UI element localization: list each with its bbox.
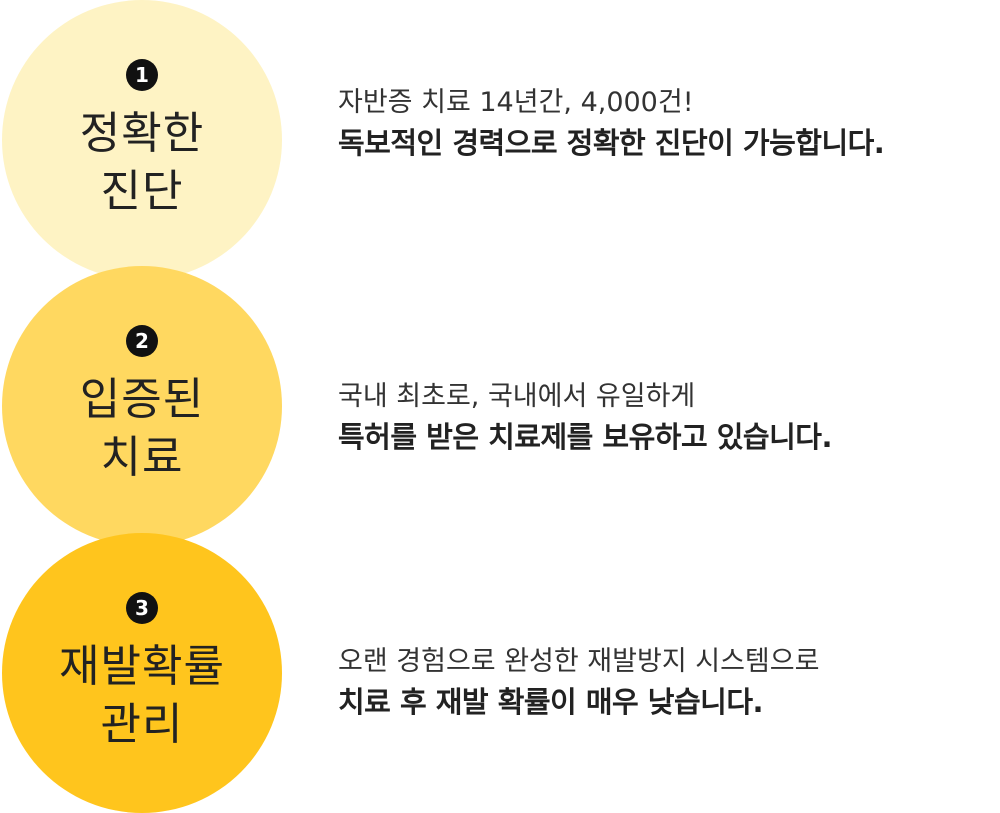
- description-emphasis: 치료 후 재발 확률이 매우 낮습니다.: [338, 685, 764, 719]
- feature-title-line: 관리: [100, 699, 184, 750]
- feature-description: 오랜 경험으로 완성한 재발방지 시스템으로 치료 후 재발 확률이 매우 낮습…: [338, 643, 998, 723]
- number-badge: 2: [126, 325, 158, 357]
- feature-description: 국내 최초로, 국내에서 유일하게 특허를 받은 치료제를 보유하고 있습니다.: [338, 378, 998, 458]
- feature-title: 재발확률 관리: [59, 638, 225, 754]
- feature-title-line: 입증된: [79, 374, 205, 425]
- feature-row-accurate-diagnosis: 1 정확한 진단 자반증 치료 14년간, 4,000건! 독보적인 경력으로 …: [0, 0, 1000, 280]
- feature-description: 자반증 치료 14년간, 4,000건! 독보적인 경력으로 정확한 진단이 가…: [338, 84, 998, 164]
- description-emphasis: 독보적인 경력으로 정확한 진단이 가능합니다.: [338, 126, 885, 160]
- number-badge: 1: [126, 59, 158, 91]
- feature-title: 정확한 진단: [80, 105, 204, 221]
- description-line: 자반증 치료 14년간, 4,000건!: [338, 87, 694, 118]
- number-badge: 3: [126, 592, 158, 624]
- feature-title-line: 치료: [100, 432, 184, 483]
- description-line: 국내 최초로, 국내에서 유일하게: [338, 381, 696, 412]
- feature-title-line: 진단: [100, 166, 184, 217]
- feature-circle: 3 재발확률 관리: [2, 533, 282, 813]
- feature-row-relapse-management: 3 재발확률 관리 오랜 경험으로 완성한 재발방지 시스템으로 치료 후 재발…: [0, 533, 1000, 813]
- description-emphasis: 특허를 받은 치료제를 보유하고 있습니다.: [338, 420, 832, 454]
- feature-title-line: 정확한: [79, 108, 205, 159]
- feature-circle: 1 정확한 진단: [2, 0, 282, 280]
- feature-title: 입증된 치료: [80, 371, 204, 487]
- feature-row-proven-treatment: 2 입증된 치료 국내 최초로, 국내에서 유일하게 특허를 받은 치료제를 보…: [0, 266, 1000, 546]
- feature-circle: 2 입증된 치료: [2, 266, 282, 546]
- feature-title-line: 재발확률: [59, 641, 225, 692]
- description-line: 오랜 경험으로 완성한 재발방지 시스템으로: [338, 646, 820, 677]
